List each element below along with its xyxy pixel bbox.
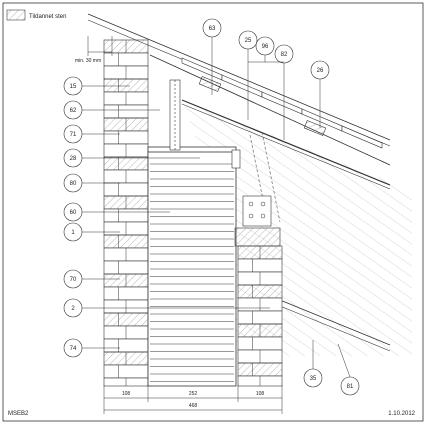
callout-60 xyxy=(63,202,83,222)
callout-15 xyxy=(63,76,83,96)
callout-label: 25 xyxy=(245,38,252,44)
callout-2 xyxy=(63,298,83,318)
callout-1 xyxy=(63,222,83,242)
callout-35 xyxy=(303,368,323,388)
callout-62 xyxy=(63,100,83,120)
drawing-date: 1.10.2012 xyxy=(388,411,415,417)
drawing-code: MSEB2 xyxy=(8,411,29,417)
dim-outer-wall: 108 xyxy=(122,391,131,397)
callout-80 xyxy=(63,173,83,193)
callout-label: 1 xyxy=(71,230,75,236)
drawing-frame xyxy=(2,2,424,422)
callout-28 xyxy=(63,148,83,168)
wall-insulation xyxy=(147,149,237,387)
callout-label: 96 xyxy=(262,44,269,50)
callout-label: 82 xyxy=(281,52,288,58)
callout-label: 60 xyxy=(70,210,77,216)
legend-label: Tildannet sten xyxy=(29,14,66,20)
callout-label: 26 xyxy=(317,68,324,74)
callout-label: 15 xyxy=(70,84,77,90)
callout-label: 35 xyxy=(310,376,317,382)
callout-82 xyxy=(274,44,294,64)
min-gap-text: min. 30 mm xyxy=(75,58,101,64)
roof-tiles xyxy=(181,57,383,149)
dimension-lines xyxy=(103,385,283,414)
inner-brick-wall xyxy=(237,245,283,387)
callout-96 xyxy=(255,36,275,56)
callout-70 xyxy=(63,269,83,289)
callout-71 xyxy=(63,124,83,144)
wall-plate xyxy=(147,146,281,247)
min-gap-note: min. 30 mm xyxy=(75,36,113,64)
callout-label: 74 xyxy=(70,346,77,352)
dim-total: 468 xyxy=(189,403,198,409)
outer-brick-wall xyxy=(103,39,149,387)
roof-battens xyxy=(198,76,327,136)
callout-25 xyxy=(238,30,258,50)
callout-label: 81 xyxy=(347,384,354,390)
callout-label: 70 xyxy=(70,277,77,283)
callout-label: 71 xyxy=(70,132,77,138)
callout-label: 80 xyxy=(70,181,77,187)
callout-26 xyxy=(310,60,330,80)
callout-63 xyxy=(202,18,222,38)
callout-label: 62 xyxy=(70,108,77,114)
callout-81 xyxy=(340,376,360,396)
callout-label: 2 xyxy=(71,306,75,312)
anchor-fixing xyxy=(242,195,272,227)
legend-swatch xyxy=(6,9,26,21)
callout-74 xyxy=(63,338,83,358)
vertical-batten xyxy=(169,79,181,151)
callout-label: 63 xyxy=(209,26,216,32)
callouts: 15 62 71 28 80 60 1 70 2 74 63 25 96 82 26 35 81 xyxy=(63,18,360,396)
dim-inner-wall: 108 xyxy=(256,391,265,397)
callout-label: 28 xyxy=(70,156,77,162)
dim-cavity: 252 xyxy=(189,391,198,397)
